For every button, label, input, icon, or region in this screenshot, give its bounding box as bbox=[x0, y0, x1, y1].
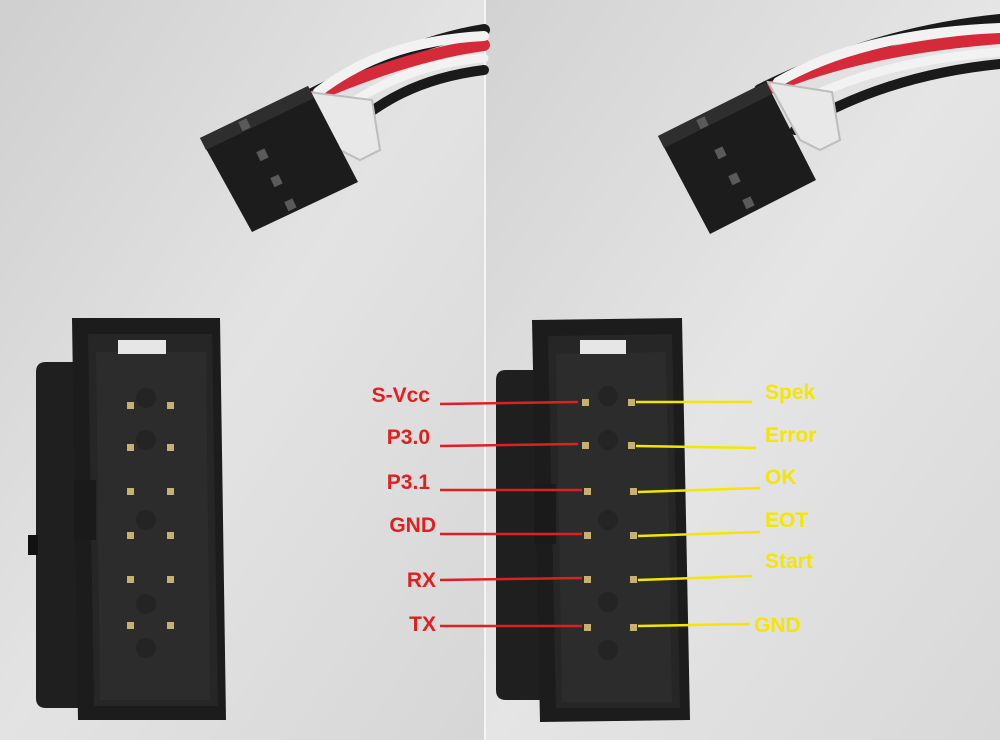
pin-line-ok bbox=[637, 486, 761, 494]
label-start: Start bbox=[765, 550, 813, 573]
label-eot: EOT bbox=[765, 509, 808, 532]
photo-divider bbox=[484, 0, 486, 740]
label-p3-1: P3.1 bbox=[387, 471, 431, 494]
label-rx: RX bbox=[407, 569, 436, 592]
right-pin-labels: Spek Error OK EOT Start GND bbox=[635, 381, 816, 637]
left-box-header bbox=[28, 318, 226, 720]
label-spek: Spek bbox=[765, 381, 816, 404]
left-4pin-plug bbox=[200, 24, 490, 232]
pin-line-s-vcc bbox=[439, 400, 579, 406]
label-gnd-right: GND bbox=[754, 614, 801, 637]
pin-line-gnd-right bbox=[637, 622, 751, 628]
pin-line-rx bbox=[439, 576, 583, 582]
label-error: Error bbox=[765, 424, 816, 447]
right-4pin-plug bbox=[658, 14, 1000, 234]
label-p3-0: P3.0 bbox=[387, 426, 430, 449]
label-gnd-left: GND bbox=[389, 514, 436, 537]
label-tx: TX bbox=[409, 613, 436, 636]
pin-line-p3-0 bbox=[439, 442, 579, 448]
pin-line-start bbox=[637, 574, 753, 582]
pin-line-error bbox=[635, 444, 757, 450]
pin-line-eot bbox=[637, 530, 761, 538]
label-ok: OK bbox=[765, 466, 797, 489]
left-pin-labels: S-Vcc P3.0 P3.1 GND RX TX bbox=[372, 384, 583, 636]
right-box-header bbox=[496, 318, 690, 722]
label-s-vcc: S-Vcc bbox=[372, 384, 431, 407]
